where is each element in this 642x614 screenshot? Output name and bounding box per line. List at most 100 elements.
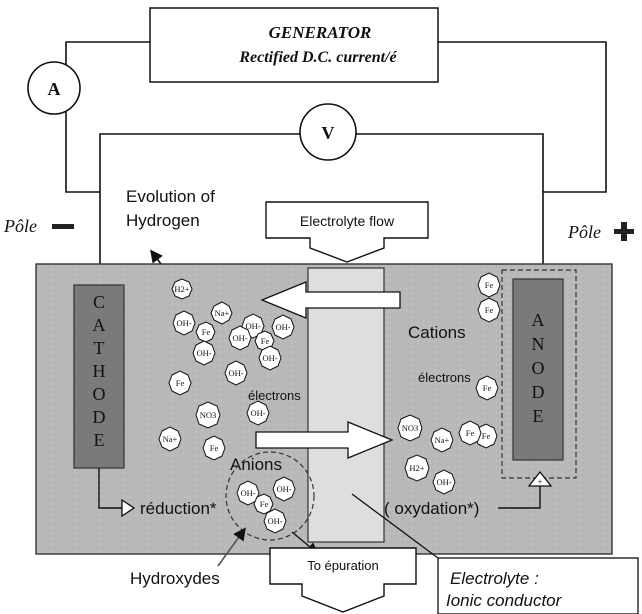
svg-text:Fe: Fe [485, 305, 494, 315]
svg-text:N: N [532, 334, 545, 354]
svg-text:OH-: OH- [176, 318, 191, 328]
svg-text:Fe: Fe [485, 280, 494, 290]
to-epuration-label: To épuration [307, 558, 379, 573]
svg-text:Na+: Na+ [435, 435, 450, 445]
positive-pole: Pôle [567, 222, 634, 242]
voltmeter-label: V [322, 123, 335, 143]
svg-text:E: E [94, 430, 105, 450]
ion-na-top: Na+ [210, 301, 233, 325]
hydroxide-cluster: OH- OH- Fe OH- [236, 476, 296, 534]
svg-text:OH-: OH- [240, 488, 255, 498]
svg-text:OH-: OH- [262, 353, 277, 363]
ion-oh-4: OH- [271, 314, 295, 340]
ion-h2-right: H2+ [404, 454, 430, 482]
flow-channel [307, 267, 385, 543]
electrons-left-label: électrons [248, 388, 301, 403]
svg-text:E: E [533, 406, 544, 426]
svg-text:Fe: Fe [260, 499, 269, 509]
ammeter-label: A [48, 79, 61, 99]
generator-subtitle: Rectified D.C. current/é [238, 49, 397, 66]
negative-pole: Pôle [3, 216, 74, 236]
electrolyte-label-line2: Ionic conductor [446, 591, 563, 610]
svg-text:Na+: Na+ [215, 308, 230, 318]
hydroxydes-pointer [217, 527, 246, 567]
svg-text:OH-: OH- [250, 408, 265, 418]
cathode: C A T H O D E [73, 284, 125, 469]
anode-plus-sign: + [537, 477, 542, 487]
ion-fe-4: Fe [202, 435, 226, 461]
svg-text:OH-: OH- [276, 484, 291, 494]
hydroxydes-label: Hydroxydes [130, 569, 220, 588]
svg-text:O: O [532, 358, 545, 378]
electrolyte-flow-arrow: Electrolyte flow [265, 201, 429, 263]
svg-text:D: D [93, 407, 106, 427]
ion-oh-right: OH- [432, 469, 456, 495]
ion-fe-r2: Fe [477, 297, 501, 323]
svg-text:T: T [94, 338, 105, 358]
ion-fe-3: Fe [168, 370, 192, 396]
svg-text:Fe: Fe [483, 383, 492, 393]
svg-text:A: A [532, 310, 545, 330]
minus-icon [52, 224, 74, 229]
ion-oh-6: OH- [258, 345, 282, 371]
ion-no3-right: NO3 [397, 414, 423, 442]
cations-label: Cations [408, 323, 466, 342]
ion-oh-c2: OH- [272, 476, 296, 502]
ion-fe-r3: Fe [475, 375, 499, 401]
svg-text:Fe: Fe [210, 443, 219, 453]
electrolyte-callout: Electrolyte : Ionic conductor [437, 557, 639, 614]
electrolyte-label-line1: Electrolyte : [450, 569, 539, 588]
ion-oh-5: OH- [228, 325, 252, 351]
evolution-label-line1: Evolution of [126, 187, 215, 206]
svg-text:C: C [93, 292, 105, 312]
reduction-arrow [98, 468, 136, 518]
electrons-right-label: électrons [418, 370, 471, 385]
anion-flow-arrow [255, 421, 394, 459]
ion-oh-1: OH- [172, 310, 196, 336]
reduction-label: réduction* [140, 499, 217, 518]
svg-text:OH-: OH- [245, 321, 260, 331]
ion-fe-r5: Fe [458, 420, 482, 446]
negative-pole-label: Pôle [3, 216, 37, 236]
ion-oh-2: OH- [192, 340, 216, 366]
anode: A N O D E [501, 269, 577, 479]
svg-text:OH-: OH- [196, 348, 211, 358]
svg-text:OH-: OH- [275, 322, 290, 332]
svg-text:OH-: OH- [232, 333, 247, 343]
ammeter: A [27, 61, 81, 115]
plus-icon [614, 222, 634, 241]
svg-text:Fe: Fe [261, 336, 270, 346]
generator-box: GENERATOR Rectified D.C. current/é [149, 7, 439, 83]
svg-text:A: A [93, 315, 106, 335]
evolution-label-line2: Hydrogen [126, 211, 200, 230]
svg-text:Na+: Na+ [163, 434, 178, 444]
cation-flow-arrow [260, 281, 401, 319]
svg-text:Fe: Fe [202, 327, 211, 337]
svg-text:Fe: Fe [466, 428, 475, 438]
oxydation-label: ( oxydation*) [384, 499, 479, 518]
anions-label: Anions [230, 455, 282, 474]
svg-text:D: D [532, 382, 545, 402]
svg-text:OH-: OH- [436, 477, 451, 487]
hydroxide-cluster-outline [225, 451, 315, 541]
anode-letters: A N O D E [532, 310, 545, 426]
svg-text:H2+: H2+ [174, 284, 189, 294]
ion-h2-top: H2+ [171, 278, 193, 300]
svg-text:NO3: NO3 [402, 423, 419, 433]
svg-text:O: O [93, 384, 106, 404]
to-epuration-arrow: To épuration [269, 547, 417, 613]
ions: H2+ Na+ OH- Fe OH- OH- OH- OH- Fe OH- OH… [158, 272, 501, 495]
ion-fe-1: Fe [195, 321, 216, 343]
ion-oh-7: OH- [224, 360, 248, 386]
svg-text:OH-: OH- [228, 368, 243, 378]
electrolyte-pointer [351, 493, 447, 565]
svg-text:H2+: H2+ [409, 463, 424, 473]
circuit-wires [65, 41, 607, 268]
oxydation-arrow: + [498, 470, 553, 509]
electrolyte-flow-label: Electrolyte flow [300, 213, 395, 229]
svg-text:OH-: OH- [267, 516, 282, 526]
svg-text:Fe: Fe [482, 431, 491, 441]
svg-text:H: H [93, 361, 106, 381]
ion-fe-r1: Fe [477, 272, 501, 298]
